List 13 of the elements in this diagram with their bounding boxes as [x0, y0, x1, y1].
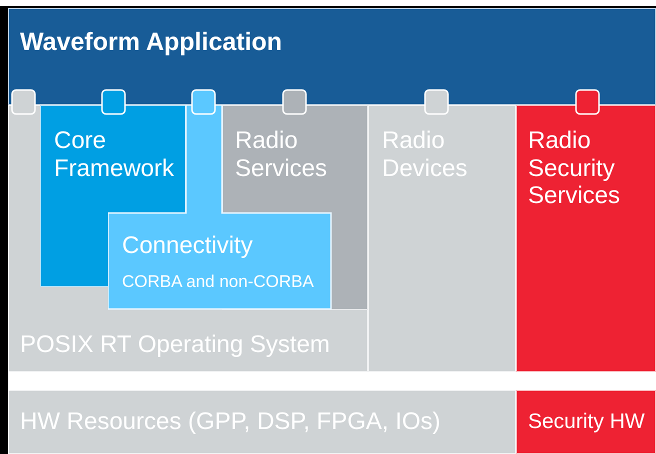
box-title: Security HW	[528, 410, 645, 434]
box-title: Radio Security Services	[528, 127, 622, 210]
hardware-bar	[8, 390, 516, 454]
box-title: Core Framework	[54, 127, 176, 182]
box-subtitle: CORBA and non-CORBA	[122, 272, 314, 292]
security-services-box	[516, 105, 656, 372]
application-band	[8, 8, 656, 105]
security-hardware-bar	[516, 390, 656, 454]
devices-box	[368, 105, 516, 372]
box-title: Connectivity	[122, 232, 253, 260]
os-layer-box	[8, 105, 368, 372]
box-title: Radio Services	[235, 127, 328, 182]
box-title: Waveform Application	[20, 28, 282, 57]
